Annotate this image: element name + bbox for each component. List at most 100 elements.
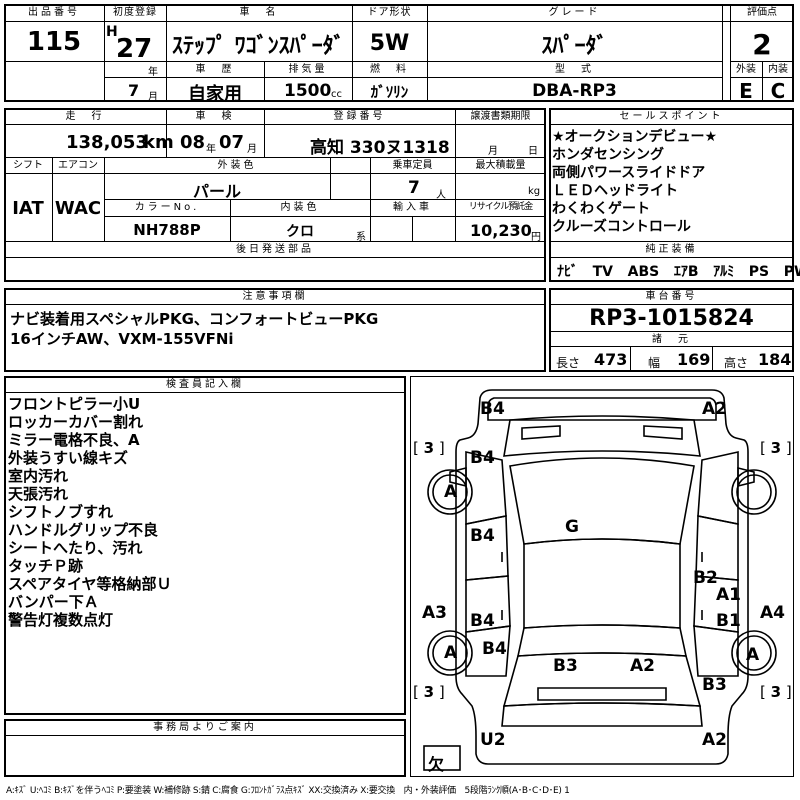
interior-color: クロ <box>286 224 314 240</box>
inspector-note: ハンドルグリップ不良 <box>8 521 159 539</box>
damage-label: G <box>565 517 579 537</box>
car-name: ｽﾃｯﾌﾟ ﾜｺﾞﾝｽﾊﾟｰﾀﾞ <box>172 34 345 59</box>
wheel-rear-right <box>731 630 777 676</box>
lot-number: 115 <box>26 27 82 57</box>
import-header: 輸入車 <box>393 202 432 213</box>
model-header: 型 式 <box>555 64 594 75</box>
divider <box>104 77 722 78</box>
inspector-note: ロッカーカバー割れ <box>8 413 144 431</box>
sales-point: 両側パワースライドドア <box>552 165 706 181</box>
history: 自家用 <box>188 84 242 105</box>
door-header: ドア形状 <box>367 7 412 18</box>
divider <box>166 4 167 102</box>
divider <box>330 157 331 200</box>
divider <box>712 346 713 372</box>
equipment-item: ｱﾙﾐ <box>713 264 735 280</box>
recycle-deposit-unit: 円 <box>531 232 541 243</box>
divider <box>104 157 105 242</box>
inspector-notes-list: フロントピラー小U ロッカーカバー割れ ミラー電格不良、A 外装うすい線キズ 室… <box>8 395 172 629</box>
divider <box>352 4 353 62</box>
ac-type: WAC <box>54 198 102 219</box>
divider <box>412 216 413 242</box>
chassis-section <box>549 288 794 372</box>
inspector-note: スペアタイヤ等格納部Ｕ <box>8 575 172 593</box>
damage-label: A2 <box>702 399 727 419</box>
car-name-header: 車 名 <box>239 7 279 18</box>
ac-header: エアコン <box>58 160 98 171</box>
rear-bumper <box>501 702 703 727</box>
divider <box>549 257 794 258</box>
divider <box>4 241 546 242</box>
inspector-note: ミラー電格不良、A <box>8 431 140 449</box>
divider <box>762 61 763 102</box>
wheel-rear-left <box>427 630 473 676</box>
exterior-color: パール <box>192 182 241 201</box>
equipment-item: ABS <box>627 264 660 280</box>
header-section <box>4 4 794 102</box>
fuel-header: 燃 料 <box>370 64 409 75</box>
divider <box>549 241 794 242</box>
exterior-color-header: 外装色 <box>217 160 257 171</box>
chassis-number: RP3-1015824 <box>589 306 754 331</box>
height-label: 高さ <box>724 356 749 370</box>
car-outline <box>423 389 777 771</box>
divider <box>549 331 794 332</box>
recycle-deposit-header: リサイクル預託金 <box>468 202 534 212</box>
wheel-rear-left-rim <box>432 635 468 671</box>
divider <box>370 157 371 242</box>
windshield <box>509 457 695 545</box>
divider <box>4 735 406 736</box>
max-load-unit: kg <box>528 186 541 197</box>
wheel-front-right-rim <box>736 474 772 510</box>
damage-label: B4 <box>470 526 495 546</box>
damage-label: A <box>746 645 760 665</box>
inspection-month: 07 <box>219 132 245 153</box>
headlight-left <box>521 425 561 440</box>
office-notice-header: 事務局よりご案内 <box>153 722 257 733</box>
divider <box>427 4 428 102</box>
interior-score: C <box>770 79 786 103</box>
door-type: 5W <box>369 31 410 56</box>
damage-label: U2 <box>480 730 506 750</box>
grade-header: グレード <box>548 7 601 18</box>
divider <box>455 157 456 242</box>
lot-number-header: 出品番号 <box>28 7 80 18</box>
legend: A:ｷｽﾞ U:ﾍｺﾐ B:ｷｽﾞを伴うﾍｺﾐ P:要塗装 W:補修跡 S:錆 … <box>6 786 570 796</box>
damage-label: A <box>444 482 458 502</box>
damage-label: B3 <box>553 656 578 676</box>
capacity-unit: 人 <box>436 190 446 201</box>
length-value: 473 <box>594 350 628 369</box>
notes-section <box>4 288 546 372</box>
wheel-rear-right-rim <box>736 635 772 671</box>
headlight-right <box>643 425 683 440</box>
score: 2 <box>752 28 772 61</box>
divider <box>352 61 353 102</box>
shift-type: IAT <box>12 198 44 219</box>
damage-label: A <box>444 643 458 663</box>
registration-number: 高知 330ヌ1318 <box>310 138 450 158</box>
history-header: 車 歴 <box>195 64 235 75</box>
capacity-header: 乗車定員 <box>392 160 433 171</box>
damage-label: A2 <box>630 656 655 676</box>
mileage-header: 走 行 <box>65 111 105 122</box>
fuel: ｶﾞｿﾘﾝ <box>370 83 409 101</box>
spare-tire-box <box>423 745 461 771</box>
color-number-header: カラーNo. <box>134 202 200 213</box>
displacement-header: 排気量 <box>288 64 328 75</box>
damage-label: B3 <box>702 675 727 695</box>
registration-header: 登録番号 <box>333 111 386 122</box>
equipment-item: ﾅﾋﾞ <box>557 264 578 280</box>
era: H <box>106 24 118 40</box>
damage-label: A2 <box>702 730 727 750</box>
divider <box>455 108 456 158</box>
inspector-notes-header: 検査員記入欄 <box>166 379 244 390</box>
transfer-deadline-header: 譲渡書類期限 <box>470 111 531 122</box>
damage-label: A3 <box>422 603 447 623</box>
width-value: 169 <box>677 350 711 369</box>
roof <box>523 538 681 629</box>
damage-label: A4 <box>760 603 785 623</box>
wheel-front-left-rim <box>432 474 468 510</box>
equipment-item: ｴｱB <box>673 264 699 280</box>
shift-header: シフト <box>13 160 43 171</box>
exterior-score: E <box>739 79 753 103</box>
